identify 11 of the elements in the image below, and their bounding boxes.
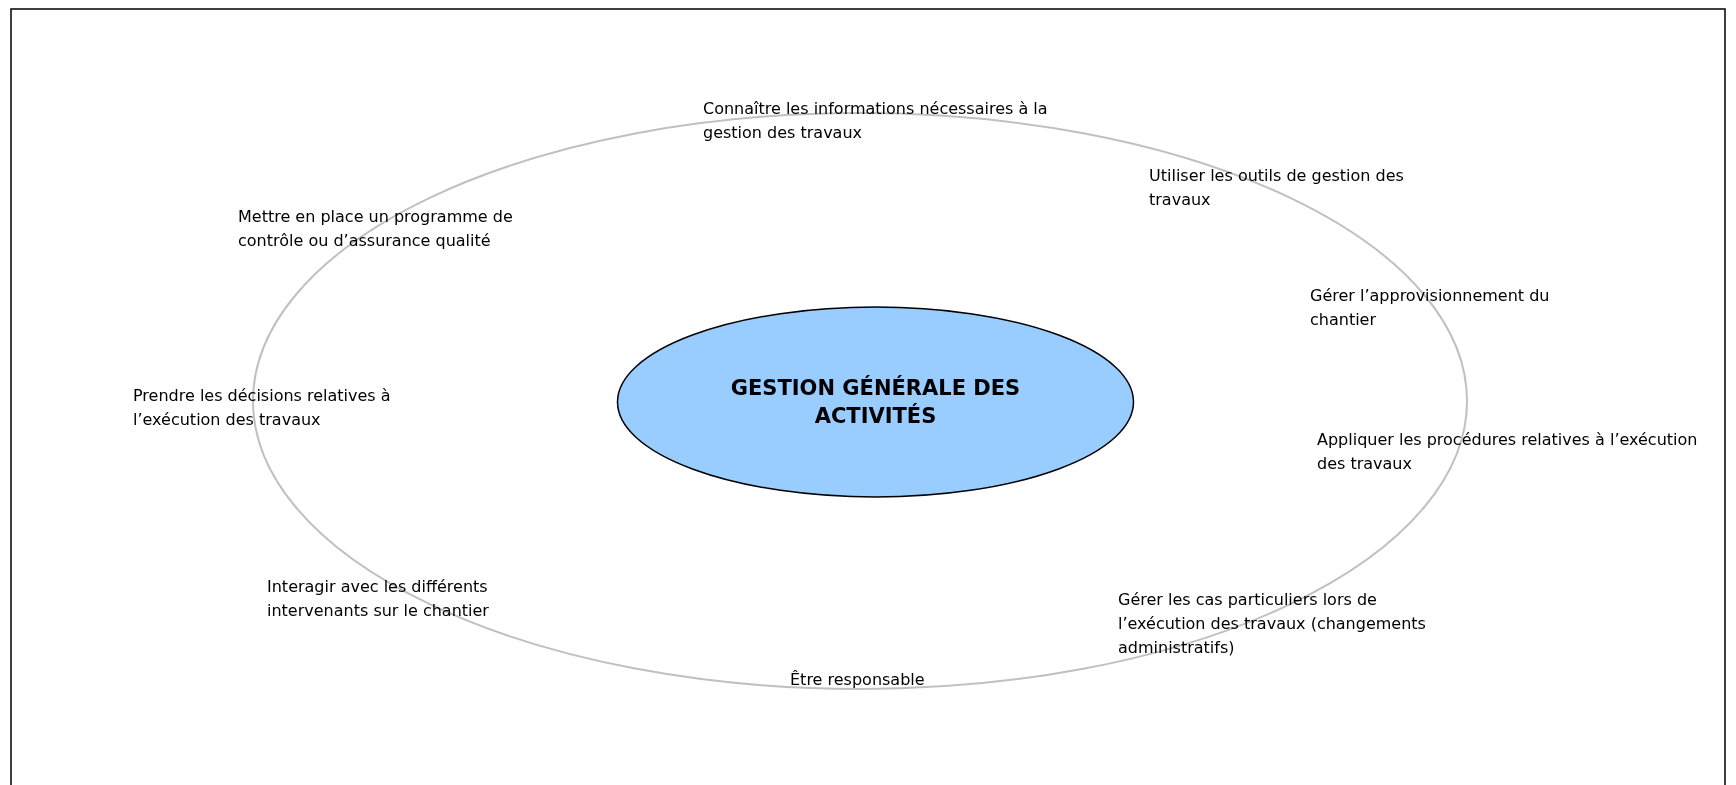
activity-label: Appliquer les procédures relatives à l’exécution des travaux bbox=[1317, 429, 1699, 475]
central-ellipse bbox=[616, 306, 1135, 498]
activity-label: Gérer l’approvisionnement du chantier bbox=[1310, 285, 1551, 331]
title-text: GESTION GÉNÉRALE DES ACTIVITÉS bbox=[729, 374, 1022, 430]
activity-label: Être responsable bbox=[790, 669, 926, 691]
activity-label: Prendre les décisions relatives à l’exécution des travaux bbox=[133, 385, 392, 431]
activity-label: Interagir avec les différents intervenants sur le chantier bbox=[267, 576, 490, 622]
activity-label: Utiliser les outils de gestion des travaux bbox=[1149, 165, 1405, 211]
activity-label: Connaître les informations nécessaires à la gestion des travaux bbox=[703, 98, 1048, 144]
activity-label: Mettre en place un programme de contrôle ou d’assurance qualité bbox=[238, 206, 514, 252]
activity-label: Gérer les cas particuliers lors de l’exécution des travaux (changements administratifs) bbox=[1118, 589, 1427, 659]
